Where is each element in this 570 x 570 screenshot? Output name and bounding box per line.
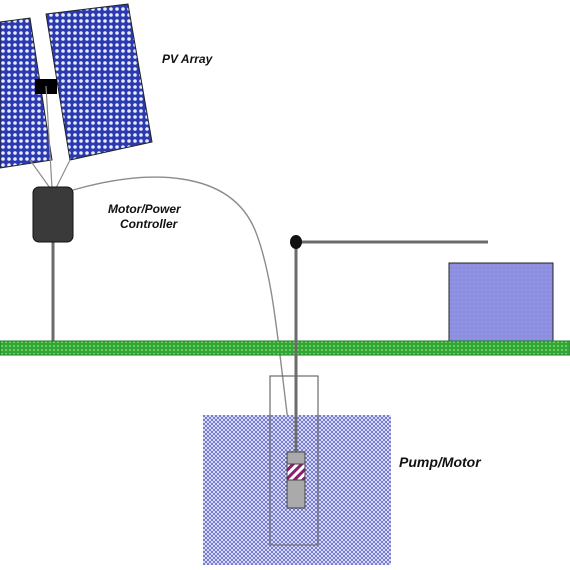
pv-wires xyxy=(29,85,71,189)
pump-motor-body xyxy=(286,479,306,509)
pv-array xyxy=(0,3,153,169)
pump-motor-unit xyxy=(286,451,306,509)
storage-tank xyxy=(448,262,554,342)
pump-top xyxy=(286,451,306,465)
label-pv-array: PV Array xyxy=(162,52,214,66)
well-casing xyxy=(269,375,319,546)
label-controller-line1: Motor/Power xyxy=(108,202,182,216)
pv-panel-right xyxy=(45,3,153,161)
pump-intake xyxy=(286,463,306,481)
label-pump-motor: Pump/Motor xyxy=(399,454,482,470)
ground-surface xyxy=(0,340,570,356)
motor-power-controller xyxy=(32,186,74,243)
pv-panel-left xyxy=(0,17,53,169)
pump-power-cable xyxy=(72,176,295,469)
label-controller-line2: Controller xyxy=(120,217,179,231)
pipe-elbow xyxy=(290,235,302,249)
